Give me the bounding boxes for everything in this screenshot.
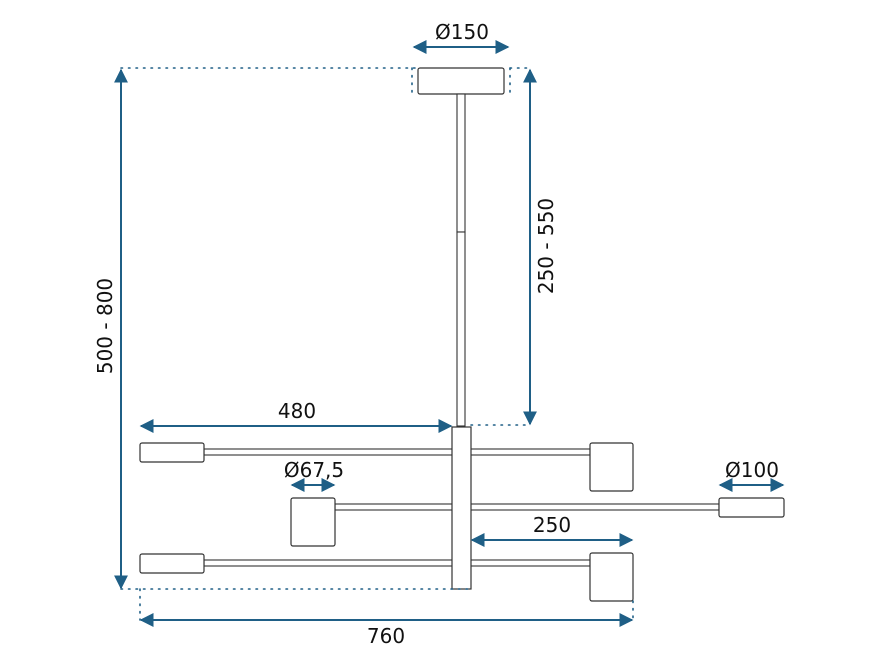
suspension-rod-upper [456, 93, 466, 233]
shade-top-left [139, 442, 205, 463]
shade-top-right [589, 442, 634, 492]
dimension-labels: Ø150 250 - 550 500 - 800 480 Ø67,5 Ø100 … [93, 20, 779, 648]
suspension-rod-lower [456, 231, 466, 427]
shade-bottom-left [139, 553, 205, 574]
arm-bottom [203, 559, 591, 567]
label-total-width: 760 [367, 624, 405, 648]
lamp-body [139, 67, 785, 602]
label-shade-large: Ø100 [725, 458, 779, 482]
dimension-lines [114, 40, 785, 627]
shade-bottom-right [589, 552, 634, 602]
ceiling-canopy [417, 67, 505, 95]
central-body [451, 426, 472, 590]
label-rod-length: 250 - 550 [534, 198, 558, 294]
arm-middle [334, 503, 720, 511]
label-canopy-diameter: Ø150 [435, 20, 489, 44]
extension-lines [120, 67, 634, 621]
label-arm-right: 250 [533, 513, 571, 537]
label-arm-span-left: 480 [278, 399, 316, 423]
shade-middle-right [718, 497, 785, 518]
arm-top [203, 448, 591, 456]
label-total-height: 500 - 800 [93, 278, 117, 374]
shade-middle-left [290, 497, 336, 547]
label-shade-small: Ø67,5 [284, 458, 344, 482]
